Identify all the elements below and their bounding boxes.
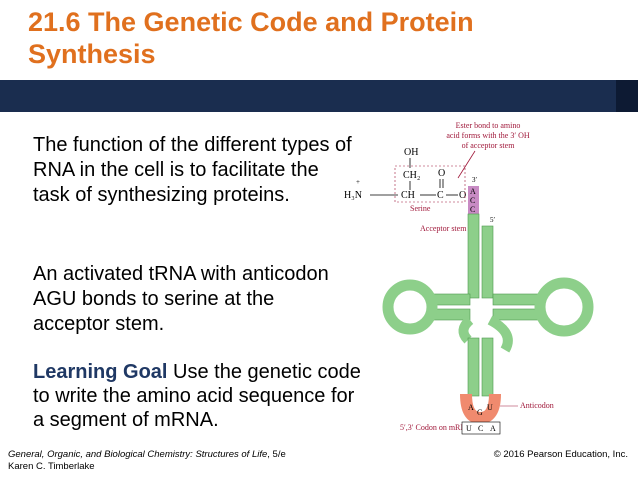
footer-author: Karen C. Timberlake bbox=[8, 461, 95, 472]
d-connector bbox=[458, 316, 474, 344]
ester-o: O bbox=[459, 190, 466, 201]
footer-edition: , 5/e bbox=[267, 449, 286, 460]
nt-a: A bbox=[470, 187, 476, 196]
codon-label: 5′,3′ Codon on mRNA bbox=[400, 423, 472, 432]
acceptor-stem-3 bbox=[467, 213, 480, 299]
anticodon-g: G bbox=[477, 408, 483, 417]
ester-pointer bbox=[457, 150, 476, 179]
ester-label-line3: of acceptor stem bbox=[462, 141, 516, 150]
t-arm-bottom bbox=[492, 308, 540, 321]
ester-label-line2: acid forms with the 3′ OH bbox=[446, 131, 530, 140]
five-prime-label: 5′ bbox=[490, 216, 496, 224]
title-bar bbox=[0, 80, 638, 112]
nt-c2: C bbox=[470, 205, 475, 214]
t-loop bbox=[534, 277, 594, 337]
paragraph-activated-trna: An activated tRNA with anticodon AGU bon… bbox=[33, 263, 329, 335]
paragraph-rna-function: The function of the different types of R… bbox=[33, 134, 352, 206]
footer-citation: General, Organic, and Biological Chemist… bbox=[8, 449, 286, 473]
t-arm-top bbox=[492, 293, 540, 306]
codon-c: C bbox=[478, 424, 483, 433]
serine-label: Serine bbox=[410, 204, 431, 213]
nt-c1: C bbox=[470, 196, 475, 205]
learning-goal-text: Use the genetic code to write the amino … bbox=[33, 361, 361, 431]
d-loop bbox=[382, 279, 438, 335]
acceptor-stem-5 bbox=[481, 225, 494, 299]
three-prime-label: 3′ bbox=[472, 176, 478, 184]
serine-ch2: CH₂ bbox=[403, 170, 420, 181]
trna-diagram: Ester bond to amino acid forms with the … bbox=[344, 121, 594, 435]
title-bar-accent bbox=[616, 80, 638, 112]
anticodon-u: U bbox=[487, 403, 493, 412]
variable-loop bbox=[487, 315, 513, 353]
slide-title: 21.6 The Genetic Code and Protein Synthe… bbox=[28, 7, 474, 69]
acceptor-stem-label: Acceptor stem bbox=[420, 224, 467, 233]
cca-end bbox=[468, 186, 479, 214]
amine-h3n: H₃N bbox=[344, 190, 362, 201]
charge-plus: + bbox=[356, 178, 360, 186]
learning-goal-label: Learning Goal bbox=[33, 361, 168, 383]
anticodon-stem-right bbox=[481, 337, 494, 397]
codon-a: A bbox=[490, 424, 496, 433]
trna-figure: Ester bond to amino acid forms with the … bbox=[340, 118, 630, 438]
codon-u: U bbox=[466, 424, 472, 433]
carbonyl-c: C bbox=[437, 190, 444, 201]
anticodon-a: A bbox=[468, 403, 474, 412]
alpha-ch: CH bbox=[401, 190, 415, 201]
learning-goal: Learning Goal Use the genetic code to wr… bbox=[33, 360, 363, 432]
serine-box bbox=[394, 165, 466, 203]
ester-label-line1: Ester bond to amino bbox=[456, 121, 521, 130]
anticodon-stem-left bbox=[467, 337, 480, 397]
footer-copyright: © 2016 Pearson Education, Inc. bbox=[493, 449, 628, 460]
footer-book-title: General, Organic, and Biological Chemist… bbox=[8, 449, 268, 460]
anticodon-loop bbox=[460, 393, 501, 425]
serine-oh: OH bbox=[404, 147, 418, 158]
carbonyl-o: O bbox=[438, 168, 445, 179]
anticodon-label: Anticodon bbox=[520, 401, 554, 410]
codon-box bbox=[461, 421, 501, 435]
